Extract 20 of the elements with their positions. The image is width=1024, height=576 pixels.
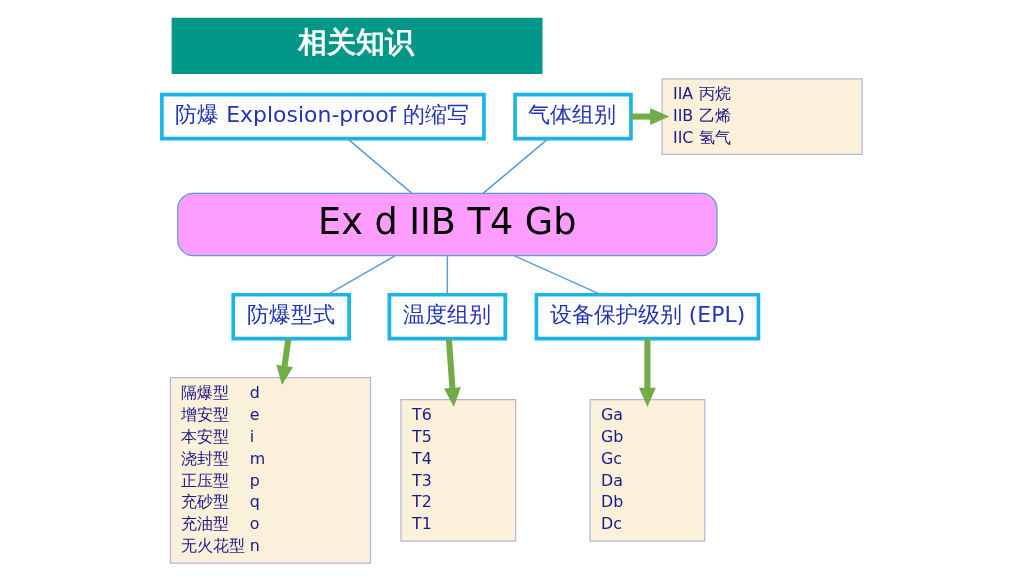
node-box: 防爆 Explosion-proof 的缩写 <box>160 92 486 141</box>
node-box: 气体组别 <box>513 92 633 141</box>
node-box: 温度组别 <box>387 292 508 341</box>
connector <box>346 137 413 195</box>
node-box: 设备保护级别 (EPL) <box>534 292 761 341</box>
node-box: IIA 丙烷 IIB 乙烯 IIC 氢气 <box>661 78 863 156</box>
arrow <box>631 108 670 125</box>
node-box: Ex d IIB T4 Gb <box>177 192 718 257</box>
diagram-title: 相关知识 <box>297 25 414 60</box>
node-box: Ga Gb Gc Da Db Dc <box>589 399 706 542</box>
node-box: 防爆型式 <box>231 292 351 341</box>
arrow <box>639 338 656 408</box>
node-box: 隔爆型 d 增安型 e 本安型 i 浇封型 m 正压型 p 充砂型 q 充油型 o 无火花型 n <box>169 377 372 564</box>
arrow <box>444 338 461 407</box>
connector <box>482 137 549 195</box>
arrow <box>276 338 293 385</box>
connector <box>513 255 602 296</box>
node-box: T6 T5 T4 T3 T2 T1 <box>400 399 517 542</box>
connector <box>446 255 449 296</box>
connector <box>326 255 396 296</box>
